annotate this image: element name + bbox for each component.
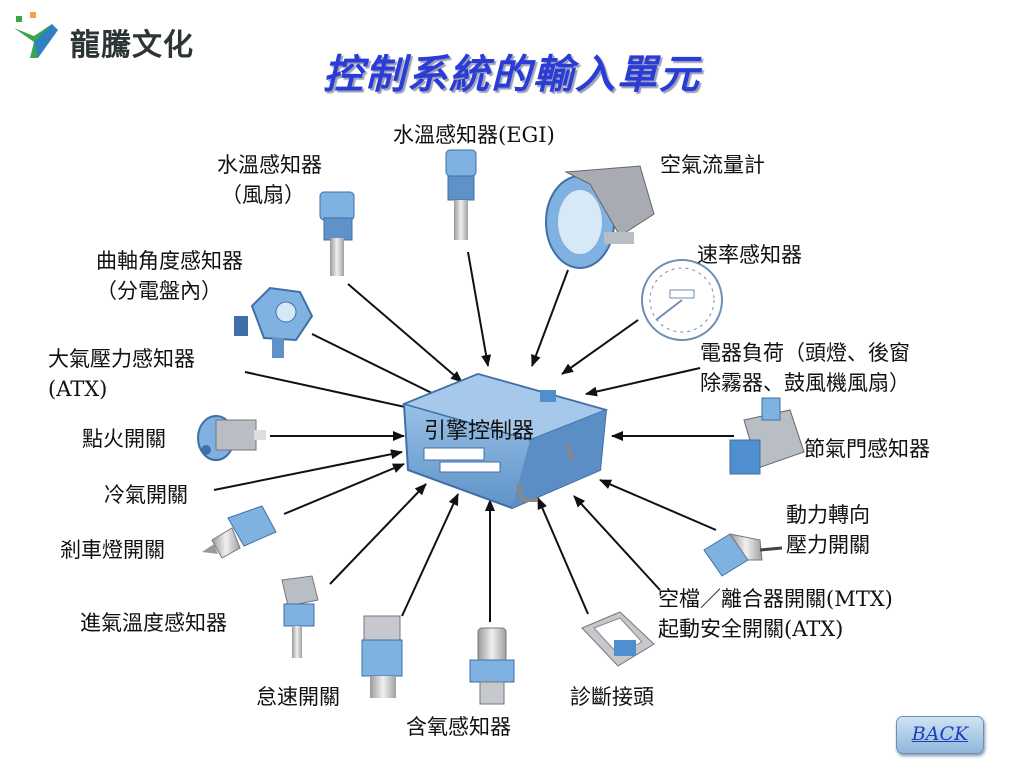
label-electrical-load-line1: 電器負荷（頭燈、後窗 [700, 341, 910, 365]
arrow-water-temp-fan [347, 283, 463, 383]
label-electrical-load: 電器負荷（頭燈、後窗 除霧器、鼓風機風扇） [700, 338, 910, 398]
label-water-temp-egi: 水溫感知器(EGI) [393, 123, 555, 147]
company-logo: 龍騰文化 [8, 6, 208, 66]
logo-text: 龍騰文化 [70, 28, 194, 63]
crank-angle-distributor-icon [234, 286, 314, 358]
arrow-water-temp-egi [467, 251, 492, 367]
label-power-steering: 動力轉向 壓力開關 [786, 500, 870, 560]
label-atmos-pressure-line2: (ATX) [48, 377, 108, 401]
label-idle-switch: 怠速開關 [256, 685, 340, 709]
back-button[interactable]: BACK [896, 716, 984, 754]
arrow-idle-switch [401, 493, 459, 617]
label-ac-switch: 冷氣開關 [104, 483, 188, 507]
label-brake-light: 剎車燈開關 [60, 538, 165, 562]
ecu-box-icon [401, 372, 609, 510]
water-temp-fan-sensor-icon [319, 191, 355, 276]
water-temp-egi-sensor-icon [445, 149, 477, 240]
arrow-ac-switch [213, 449, 403, 491]
label-crank-angle: 曲軸角度感知器 （分電盤內） [96, 246, 243, 306]
arrow-power-steering [599, 479, 717, 531]
label-speed-sensor: 速率感知器 [697, 243, 802, 267]
ignition-switch-icon [197, 415, 266, 461]
label-water-temp-fan-line1: 水溫感知器 [217, 153, 322, 177]
brake-light-switch-icon [202, 505, 277, 559]
page-title: 控制系統的輸入單元 [323, 51, 701, 98]
label-crank-angle-line1: 曲軸角度感知器 [96, 249, 243, 273]
label-diagnostic: 診斷接頭 [570, 685, 654, 709]
arrow-electrical-load [585, 367, 701, 397]
label-water-temp-fan-line2: （風扇） [221, 183, 305, 207]
throttle-sensor-icon [729, 397, 805, 475]
label-crank-angle-line2: （分電盤內） [96, 279, 222, 303]
arrow-intake-temp [329, 483, 427, 585]
speedometer-icon [641, 259, 723, 341]
label-neutral-clutch-line2: 起動安全開關(ATX) [658, 617, 844, 641]
idle-switch-icon [361, 615, 403, 698]
label-neutral-clutch: 空檔／離合器開關(MTX) 起動安全開關(ATX) [658, 584, 893, 644]
label-power-steering-line2: 壓力開關 [786, 533, 870, 557]
arrow-diagnostic [537, 497, 589, 615]
arrow-brake-light [283, 463, 405, 515]
label-electrical-load-line2: 除霧器、鼓風機風扇） [700, 371, 910, 395]
intake-temp-sensor-icon [281, 575, 319, 658]
arrow-crank-angle [311, 333, 447, 401]
logo-mark-icon [14, 12, 58, 58]
label-intake-temp: 進氣溫度感知器 [80, 611, 227, 635]
arrows [213, 251, 734, 622]
arrow-neutral-clutch [573, 495, 661, 591]
label-power-steering-line1: 動力轉向 [786, 503, 870, 527]
arrow-air-flow-meter [531, 269, 569, 367]
arrow-atmos-pressure [244, 371, 429, 415]
diagnostic-connector-icon [581, 611, 655, 667]
label-oxygen-sensor: 含氧感知器 [406, 715, 511, 739]
arrow-speed-sensor [561, 319, 639, 375]
label-ignition-switch: 點火開關 [82, 427, 166, 451]
oxygen-sensor-icon [469, 627, 515, 705]
ecu-label: 引擎控制器 [424, 419, 535, 444]
label-atmos-pressure: 大氣壓力感知器 (ATX) [48, 344, 195, 404]
air-flow-meter-icon [545, 165, 655, 269]
label-atmos-pressure-line1: 大氣壓力感知器 [48, 347, 195, 371]
label-water-temp-fan: 水溫感知器 （風扇） [217, 150, 322, 210]
label-throttle-sensor: 節氣門感知器 [804, 437, 930, 461]
label-air-flow-meter: 空氣流量計 [660, 153, 765, 177]
power-steering-switch-icon [703, 533, 783, 577]
label-neutral-clutch-line1: 空檔／離合器開關(MTX) [658, 587, 893, 611]
